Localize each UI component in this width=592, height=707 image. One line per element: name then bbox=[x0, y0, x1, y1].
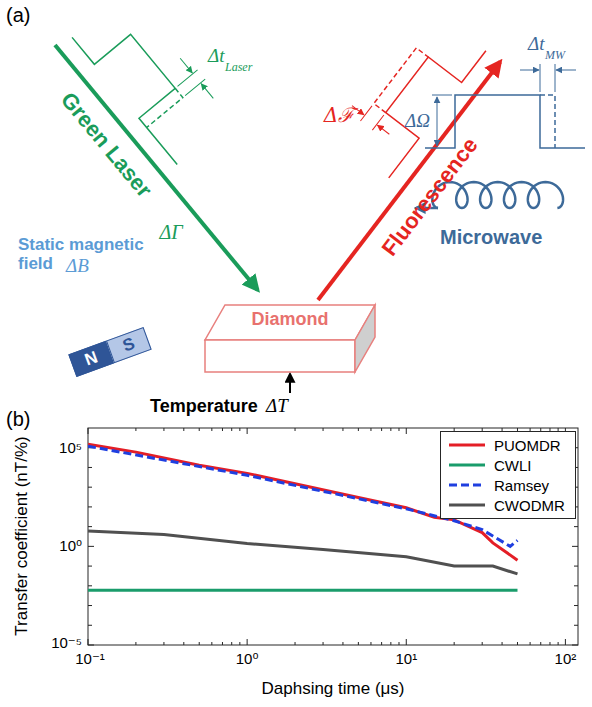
magnet-south: S bbox=[106, 327, 152, 363]
node-label: S bbox=[120, 334, 137, 355]
data-curve bbox=[88, 531, 517, 574]
legend-sample bbox=[447, 479, 487, 491]
symbol-label: ΔB bbox=[66, 256, 89, 277]
y-tick bbox=[88, 566, 578, 567]
x-tick bbox=[231, 428, 232, 645]
y-tick bbox=[88, 645, 578, 646]
dimension-label: Δt bbox=[208, 46, 224, 67]
microwave-label: Microwave bbox=[440, 226, 542, 248]
x-tick bbox=[358, 428, 359, 645]
laser-beam-part bbox=[180, 58, 192, 73]
axis-ticks bbox=[88, 428, 578, 645]
tick-label: 10⁻¹ bbox=[75, 651, 105, 668]
laser-beam-part bbox=[139, 88, 183, 127]
y-tick bbox=[88, 625, 578, 626]
x-tick bbox=[222, 428, 223, 645]
temperature-arrow bbox=[289, 374, 291, 393]
diamond-crystal: Diamond bbox=[198, 300, 380, 382]
x-tick bbox=[88, 428, 89, 645]
legend-sample bbox=[447, 459, 487, 471]
symbol-label: ΔΓ bbox=[159, 221, 182, 243]
x-tick bbox=[381, 428, 382, 645]
legend-text: PUOMDR bbox=[494, 437, 561, 454]
panel-label: (b) bbox=[6, 408, 30, 430]
microwave-pulse bbox=[425, 64, 585, 148]
tick-label: 10² bbox=[555, 651, 577, 668]
fluorescence-beam-part bbox=[374, 48, 428, 113]
node-label: N bbox=[82, 348, 100, 370]
subscript-label: Laser bbox=[225, 61, 252, 74]
microwave-pulse-part bbox=[425, 95, 585, 148]
x-tick bbox=[295, 428, 296, 645]
tick-label: 10¹ bbox=[395, 651, 417, 668]
laser-beam-part bbox=[178, 70, 206, 96]
crystal-front-face bbox=[205, 340, 355, 372]
tick-label: 10⁰ bbox=[236, 651, 259, 668]
x-tick bbox=[247, 428, 248, 645]
legend-entry: Ramsey bbox=[447, 475, 569, 495]
x-tick bbox=[370, 428, 371, 645]
laser-beam-part bbox=[201, 84, 213, 99]
x-tick bbox=[406, 428, 407, 645]
y-tick bbox=[88, 546, 578, 547]
data-curve bbox=[88, 589, 517, 592]
x-tick bbox=[342, 428, 343, 645]
tick-label: 10⁻⁵ bbox=[51, 635, 82, 652]
legend-line bbox=[449, 444, 485, 447]
axis-title: Daphsing time (μs) bbox=[261, 680, 404, 699]
legend-entry: CWLI bbox=[447, 455, 569, 475]
legend-sample bbox=[447, 499, 487, 511]
axis-title: Transfer coefficient (nT/%) bbox=[13, 436, 32, 635]
legend-line bbox=[449, 484, 485, 487]
plot-frame bbox=[88, 428, 578, 645]
x-tick bbox=[323, 428, 324, 645]
panel-label: (a) bbox=[6, 4, 30, 26]
y-tick bbox=[88, 526, 578, 527]
x-tick bbox=[135, 428, 136, 645]
legend-line bbox=[449, 504, 485, 507]
crystal-side-face bbox=[355, 305, 375, 372]
legend-text: CWLI bbox=[494, 457, 532, 474]
symbol-label: ΔT bbox=[266, 396, 288, 417]
legend-text: Ramsey bbox=[494, 477, 549, 494]
y-tick bbox=[88, 605, 578, 606]
dimension-label: Δt bbox=[528, 34, 544, 55]
dimension-label: Δℱ bbox=[324, 104, 354, 126]
legend-entry: CWODMR bbox=[447, 495, 569, 515]
microwave-pulse-part bbox=[556, 70, 576, 71]
tick-label: 10⁵ bbox=[59, 439, 82, 456]
temperature-label: Temperature bbox=[150, 397, 258, 417]
fluorescence-beam bbox=[246, 6, 501, 300]
legend-text: CWODMR bbox=[494, 497, 565, 514]
legend-box: PUOMDR CWLI RamseyCWODMR bbox=[440, 431, 576, 519]
tick-label: 10⁰ bbox=[59, 538, 82, 555]
microwave-pulse-part bbox=[437, 97, 438, 146]
x-tick bbox=[199, 428, 200, 645]
x-tick bbox=[398, 428, 399, 645]
subscript-label: MW bbox=[545, 49, 565, 62]
legend-sample bbox=[447, 439, 487, 451]
fluorescence-beam-part bbox=[377, 125, 389, 134]
x-tick bbox=[211, 428, 212, 645]
legend-line bbox=[449, 464, 485, 467]
x-tick bbox=[390, 428, 391, 645]
fluorescence-beam-part bbox=[360, 106, 383, 130]
legend-entry: PUOMDR bbox=[447, 435, 569, 455]
microwave-pulse-part bbox=[520, 70, 539, 71]
microwave-pulse-part bbox=[540, 95, 555, 148]
dimension-label: ΔΩ bbox=[405, 111, 430, 132]
microwave-pulse-part bbox=[432, 64, 555, 95]
y-tick bbox=[88, 585, 578, 586]
x-tick bbox=[239, 428, 240, 645]
chart bbox=[88, 428, 578, 645]
node-label: Diamond bbox=[198, 310, 382, 330]
